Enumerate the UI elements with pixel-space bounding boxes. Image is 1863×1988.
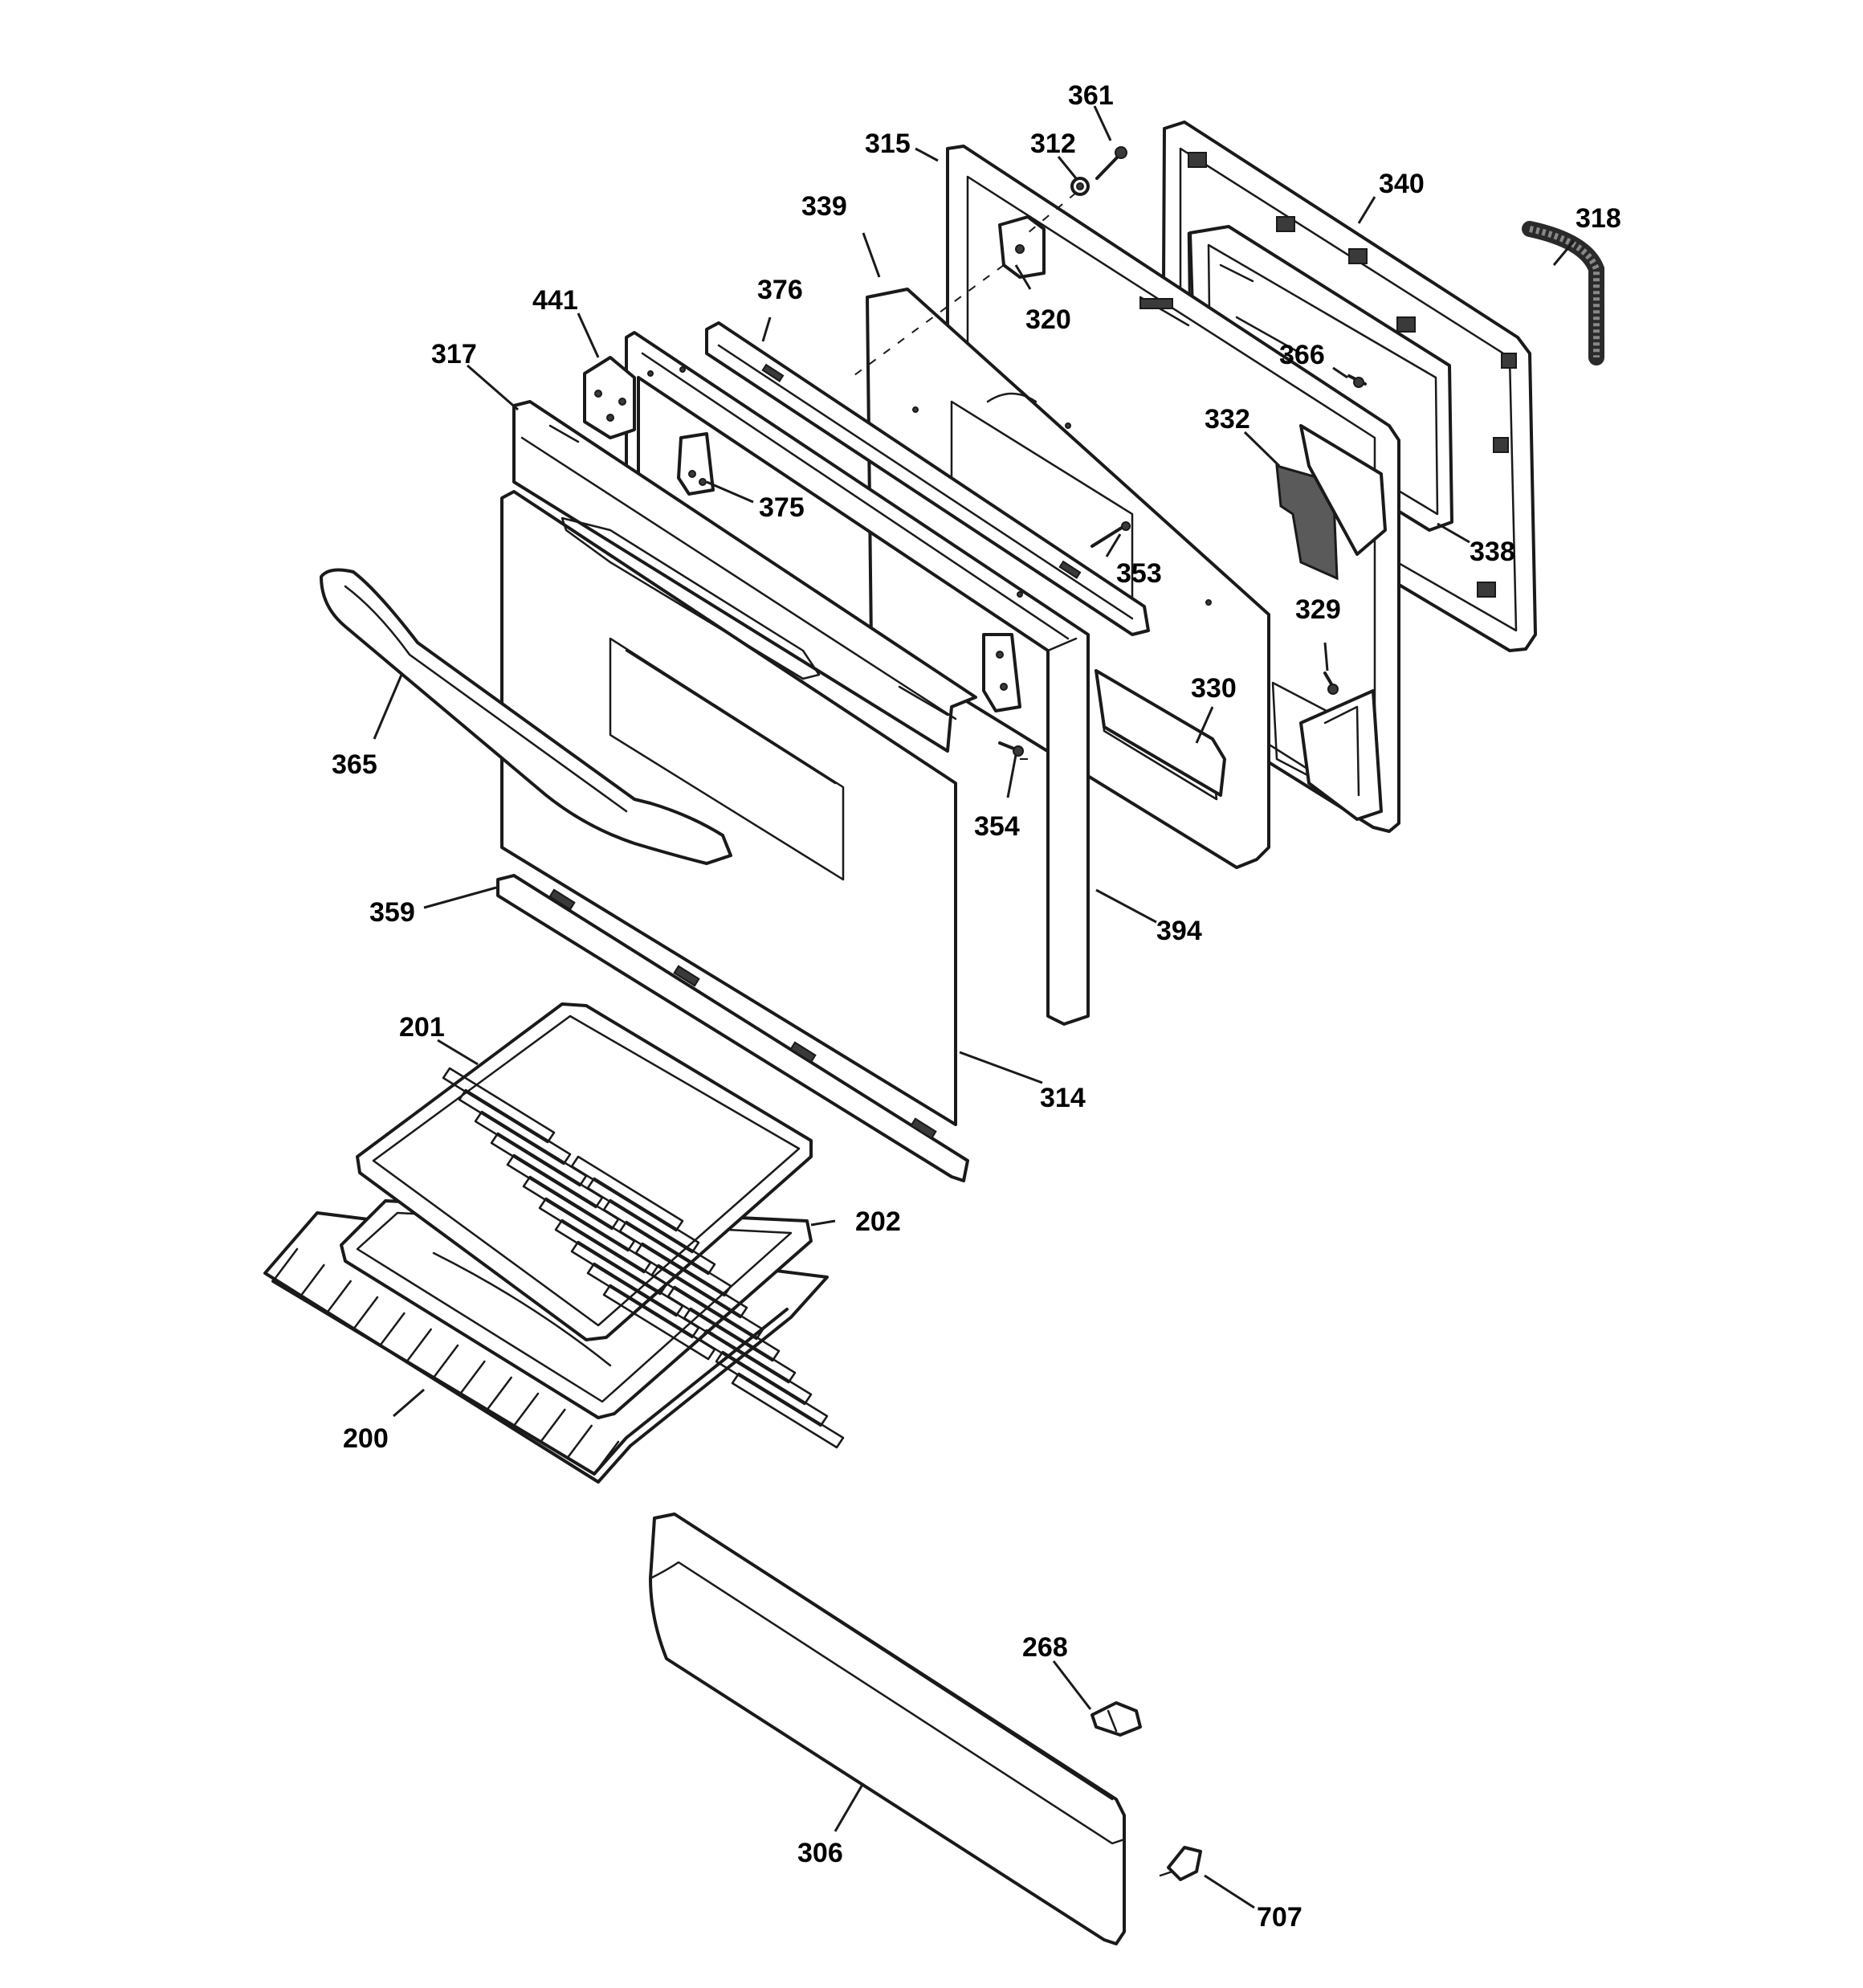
part-201-broiler-grid <box>356 1002 845 1449</box>
callout-394: 394 <box>1156 916 1202 946</box>
rack-bar <box>299 1263 325 1299</box>
callout-353: 353 <box>1116 558 1162 589</box>
callout-202: 202 <box>855 1206 901 1237</box>
grid-slot <box>458 1088 572 1165</box>
callout-306: 306 <box>797 1838 843 1868</box>
callout-320: 320 <box>1025 304 1071 335</box>
grid-slot <box>474 1110 588 1187</box>
part-306-drawer-front <box>649 1512 1126 1945</box>
part-375-bracket <box>677 432 715 496</box>
callout-330: 330 <box>1191 673 1237 704</box>
grid-slot <box>602 1284 716 1361</box>
rack-bar <box>459 1360 486 1395</box>
grid-slot <box>586 1177 700 1254</box>
rack-bar <box>432 1344 459 1379</box>
rack-bar <box>325 1280 352 1315</box>
callout-314: 314 <box>1040 1083 1086 1113</box>
grid-slot <box>715 1350 829 1427</box>
grid-slot <box>442 1067 556 1144</box>
part-707-clip <box>1159 1846 1202 1881</box>
part-376-top-channel <box>705 321 1150 636</box>
callout-375: 375 <box>759 492 805 523</box>
grid-slot <box>602 1198 716 1276</box>
callout-359: 359 <box>369 897 415 928</box>
grid-slot <box>667 1285 781 1362</box>
callout-376: 376 <box>757 275 803 305</box>
grid-slot <box>618 1220 732 1297</box>
callout-340: 340 <box>1379 169 1425 199</box>
grid-slot <box>650 1263 764 1341</box>
callout-201: 201 <box>399 1012 445 1043</box>
part-200-oven-rack <box>263 1211 829 1484</box>
rack-bar <box>512 1392 540 1427</box>
part-hinge-right <box>982 633 1021 712</box>
callout-365: 365 <box>332 749 377 780</box>
callout-332: 332 <box>1205 404 1250 435</box>
grid-slot <box>490 1132 604 1209</box>
grid-slot <box>634 1242 748 1319</box>
part-268-clip <box>1090 1701 1142 1737</box>
callout-315: 315 <box>865 129 911 159</box>
part-361-screw <box>1095 146 1127 180</box>
part-312-nut <box>1070 177 1090 196</box>
callout-labels: 361 312 315 340 339 318 320 376 441 366 … <box>332 80 1621 1933</box>
grid-slot <box>538 1197 652 1274</box>
part-353-screw <box>1090 521 1131 548</box>
callout-268: 268 <box>1022 1632 1068 1663</box>
callout-200: 200 <box>343 1423 389 1454</box>
rack-bar <box>540 1408 566 1443</box>
part-320-hinge-bracket <box>998 215 1046 279</box>
callout-361: 361 <box>1068 80 1114 111</box>
callout-366: 366 <box>1279 340 1325 370</box>
rack-bar <box>352 1296 379 1331</box>
rack-bar <box>271 1247 299 1283</box>
part-366-screw <box>1347 374 1367 388</box>
part-365-handle <box>320 568 732 865</box>
callout-354: 354 <box>974 811 1020 842</box>
part-441-hinge <box>583 356 636 439</box>
part-hinge-lower <box>1299 689 1383 821</box>
part-359-bottom-trim <box>496 874 969 1182</box>
callout-318: 318 <box>1576 203 1621 234</box>
callout-441: 441 <box>532 285 578 316</box>
rack-bar <box>566 1424 593 1459</box>
callout-312: 312 <box>1030 129 1076 159</box>
grid-slot <box>506 1153 620 1231</box>
part-330-shield <box>1095 669 1226 797</box>
part-318-gasket <box>1522 221 1604 365</box>
callout-339: 339 <box>801 191 847 222</box>
callout-707: 707 <box>1257 1902 1302 1933</box>
assembly-dashed-lines <box>850 192 1077 760</box>
grid-slot <box>731 1372 845 1449</box>
callout-317: 317 <box>431 339 477 369</box>
part-354-screw <box>998 741 1024 757</box>
rack-bar <box>379 1312 406 1347</box>
grid-slot <box>570 1155 684 1232</box>
grid-slot <box>699 1329 813 1406</box>
callout-338: 338 <box>1470 537 1515 567</box>
part-329-screw <box>1323 672 1339 695</box>
rack-bar <box>593 1440 620 1476</box>
grid-slot <box>570 1240 684 1317</box>
part-317-top-trim <box>512 400 977 753</box>
part-314-outer-door <box>500 490 957 1126</box>
rack-bar <box>406 1328 432 1363</box>
rack-bar <box>486 1376 512 1411</box>
leader-lines <box>373 105 1576 1909</box>
grid-slot <box>522 1175 636 1252</box>
grid-slot <box>554 1219 668 1296</box>
grid-slot <box>586 1262 700 1339</box>
callout-329: 329 <box>1295 594 1341 625</box>
grid-slot <box>683 1307 797 1384</box>
part-332-bracket <box>1299 424 1387 556</box>
